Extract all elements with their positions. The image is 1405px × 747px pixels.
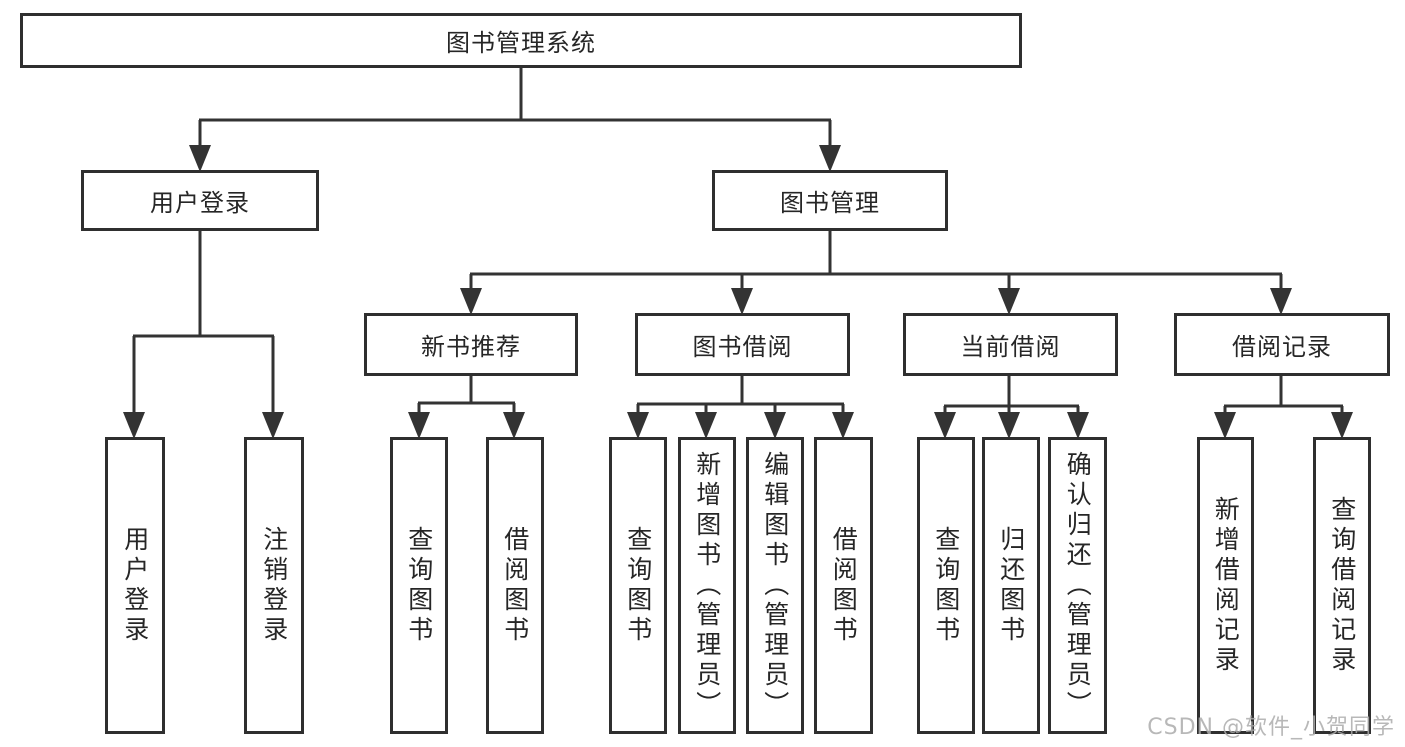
node-label: 查询图书 <box>623 525 653 646</box>
node-label: 借阅图书 <box>829 525 859 646</box>
node-label: 查询图书 <box>931 525 961 646</box>
node-label: 注销登录 <box>259 525 289 646</box>
node-label: 用户登录 <box>120 525 150 646</box>
node-label: 确认归还（管理员） <box>1063 450 1093 721</box>
leaf-query-borrow-record: 查询借阅记录 <box>1313 437 1371 734</box>
node-library-management-system: 图书管理系统 <box>20 13 1022 68</box>
node-label: 当前借阅 <box>960 333 1061 361</box>
node-label: 图书管理 <box>780 189 880 217</box>
leaf-add-books-admin: 新增图书（管理员） <box>678 437 736 734</box>
node-label: 归还图书 <box>996 525 1026 646</box>
node-label: 用户登录 <box>150 189 250 217</box>
node-book-management: 图书管理 <box>712 170 948 231</box>
leaf-logout-login: 注销登录 <box>244 437 304 734</box>
node-label: 图书借阅 <box>692 333 793 361</box>
node-label: 新增借阅记录 <box>1211 495 1241 676</box>
leaf-return-books: 归还图书 <box>982 437 1040 734</box>
leaf-user-login: 用户登录 <box>105 437 165 734</box>
leaf-query-books-recommend: 查询图书 <box>390 437 448 734</box>
node-label: 查询借阅记录 <box>1327 495 1357 676</box>
leaf-confirm-return-admin: 确认归还（管理员） <box>1048 437 1107 734</box>
watermark: CSDN @软件_小贺同学 <box>1147 715 1395 740</box>
node-user-login: 用户登录 <box>81 170 319 231</box>
node-label: 查询图书 <box>404 525 434 646</box>
node-label: 借阅记录 <box>1232 333 1332 361</box>
leaf-borrow-books-borrowing: 借阅图书 <box>814 437 873 734</box>
node-label: 新增图书（管理员） <box>692 450 722 721</box>
leaf-query-books-borrowing: 查询图书 <box>609 437 667 734</box>
leaf-edit-books-admin: 编辑图书（管理员） <box>746 437 804 734</box>
leaf-add-borrow-record: 新增借阅记录 <box>1197 437 1254 734</box>
node-label: 借阅图书 <box>500 525 530 646</box>
node-borrowing-records: 借阅记录 <box>1174 313 1390 376</box>
leaf-borrow-books-recommend: 借阅图书 <box>486 437 544 734</box>
node-new-book-recommendation: 新书推荐 <box>364 313 578 376</box>
node-label: 编辑图书（管理员） <box>760 450 790 721</box>
node-label: 新书推荐 <box>421 333 521 361</box>
node-label: 图书管理系统 <box>446 29 596 57</box>
node-current-borrowing: 当前借阅 <box>903 313 1118 376</box>
leaf-query-books-current: 查询图书 <box>917 437 975 734</box>
node-book-borrowing: 图书借阅 <box>635 313 850 376</box>
